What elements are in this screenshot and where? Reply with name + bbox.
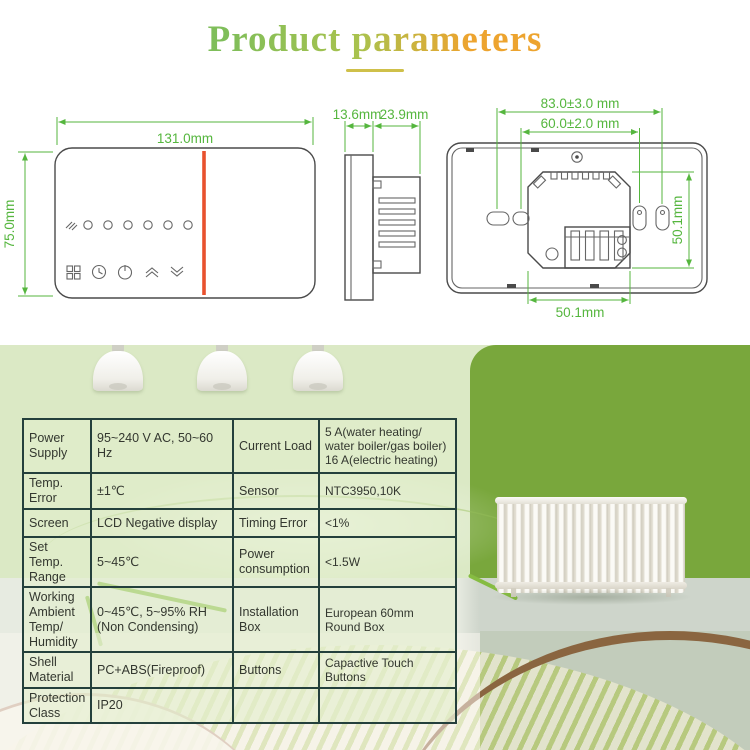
ceiling-lamp	[196, 345, 248, 395]
radiator	[495, 497, 687, 597]
spec-label-cell: Power Supply	[22, 418, 92, 474]
terminal-block	[564, 226, 631, 269]
down-arrows-icon	[170, 266, 184, 277]
spec-label-cell: Protection Class	[22, 686, 92, 725]
spec-label-cell: Current Load	[232, 418, 320, 474]
spec-label-cell: Working Ambient Temp/ Humidity	[22, 586, 92, 654]
side-view-drawing: 13.6mm 23.9mm	[333, 107, 429, 301]
spec-value-cell: 95~240 V AC, 50~60 Hz	[90, 418, 234, 474]
dim-back-module-width: 50.1mm	[556, 305, 605, 320]
spec-value-cell: PC+ABS(Fireproof)	[90, 651, 234, 689]
spec-value-cell: 5~45℃	[90, 535, 234, 589]
dim-back-outer-spacing: 83.0±3.0 mm	[541, 96, 620, 111]
spec-label-cell: Sensor	[232, 472, 320, 510]
touch-icon	[65, 221, 78, 231]
mounting-slots	[486, 205, 670, 231]
module-teeth	[532, 171, 622, 189]
spec-label-cell: Timing Error	[232, 508, 320, 538]
dim-side-panel-depth: 13.6mm	[333, 107, 382, 122]
title-underline	[346, 69, 404, 72]
radiator-shadow	[492, 589, 692, 605]
spec-value-cell: IP20	[90, 686, 234, 725]
page-title: Product parameters	[207, 19, 543, 60]
front-view-drawing: 131.0mm 75.0mm	[2, 117, 316, 299]
up-arrows-icon	[145, 267, 159, 278]
menu-grid-icon	[66, 265, 81, 280]
spec-value-cell: <1%	[318, 508, 457, 538]
screw-hole	[571, 151, 583, 163]
dim-front-width: 131.0mm	[157, 131, 213, 146]
spec-label-cell: Temp. Error	[22, 472, 92, 510]
power-icon	[117, 265, 133, 280]
spec-label-cell: Shell Material	[22, 651, 92, 689]
spec-value-cell	[318, 686, 457, 725]
spec-label-cell: Power consumption	[232, 535, 320, 589]
spec-label-cell	[232, 686, 320, 725]
spec-value-cell: Capactive Touch Buttons	[318, 651, 457, 689]
dim-back-inner-spacing: 60.0±2.0 mm	[541, 116, 620, 131]
spec-value-cell: <1.5W	[318, 535, 457, 589]
spec-label-cell: Installation Box	[232, 586, 320, 654]
technical-drawings: 131.0mm 75.0mm	[0, 95, 750, 345]
spec-label-cell: Buttons	[232, 651, 320, 689]
spec-value-cell: European 60mm Round Box	[318, 586, 457, 654]
spec-value-cell: 0~45℃, 5~95% RH (Non Condensing)	[90, 586, 234, 654]
spec-value-cell: NTC3950,10K	[318, 472, 457, 510]
back-view-drawing: 83.0±3.0 mm 60.0±2.0 mm 50.1mm 50.1mm	[446, 96, 708, 320]
clock-icon	[91, 264, 107, 280]
spec-label-cell: Screen	[22, 508, 92, 538]
ceiling-lamp	[292, 345, 344, 395]
ceiling-lamp	[92, 345, 144, 395]
dim-front-height: 75.0mm	[2, 200, 17, 249]
sensor-hole	[545, 247, 559, 261]
spec-value-cell: LCD Negative display	[90, 508, 234, 538]
spec-value-cell: 5 A(water heating/ water boiler/gas boil…	[318, 418, 457, 474]
indicator-dots	[83, 220, 193, 230]
header: Product parameters	[0, 18, 750, 72]
artwork-tint	[480, 631, 750, 750]
spec-label-cell: Set Temp. Range	[22, 535, 92, 589]
dimension-drawing-svg: 131.0mm 75.0mm	[2, 96, 708, 320]
dim-side-box-depth: 23.9mm	[380, 107, 429, 122]
dim-back-module-height: 50.1mm	[670, 196, 685, 245]
vent-slats	[378, 197, 416, 248]
spec-value-cell: ±1℃	[90, 472, 234, 510]
